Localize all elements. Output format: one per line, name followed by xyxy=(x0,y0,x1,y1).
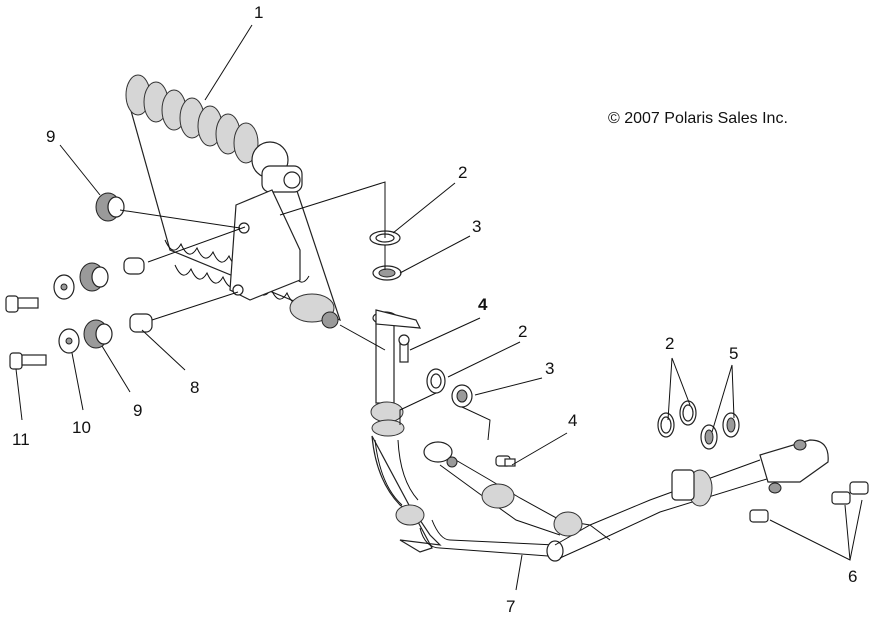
spacer-lower xyxy=(129,313,153,333)
callout-3-mid: 3 xyxy=(545,359,554,378)
copyright-notice: © 2007 Polaris Sales Inc. xyxy=(608,110,788,127)
callout-3-top: 3 xyxy=(472,217,481,236)
callout-4-upper: 4 xyxy=(478,295,488,314)
bolt-4-lower xyxy=(495,455,516,467)
seal-mid xyxy=(451,384,473,408)
grommet-lower xyxy=(83,319,113,349)
oil-cooler xyxy=(125,74,341,329)
oil-line-assembly xyxy=(370,309,829,562)
seals-right xyxy=(700,412,740,450)
callout-2-right: 2 xyxy=(665,334,674,353)
seal-top xyxy=(372,265,402,281)
bolt-upper xyxy=(5,295,39,313)
grommet-upper xyxy=(95,192,125,222)
callout-4-lower: 4 xyxy=(568,411,577,430)
bolt-lower xyxy=(9,352,47,370)
callout-8: 8 xyxy=(190,378,199,397)
callout-6: 6 xyxy=(848,567,857,586)
washer-upper xyxy=(53,274,75,300)
washer-lower xyxy=(58,328,80,354)
callout-5: 5 xyxy=(729,344,738,363)
callout-10: 10 xyxy=(72,418,91,437)
callout-2-mid: 2 xyxy=(518,322,527,341)
spacer-upper xyxy=(123,257,145,275)
grommet-mid xyxy=(79,262,109,292)
bolts-6 xyxy=(749,481,869,523)
o-ring-mid xyxy=(426,368,446,394)
callout-9-lower: 9 xyxy=(133,401,142,420)
callout-1: 1 xyxy=(254,3,263,22)
bolt-4-upper xyxy=(398,334,410,363)
callout-11: 11 xyxy=(12,430,30,449)
o-rings-right xyxy=(657,400,697,438)
callout-9-upper: 9 xyxy=(46,127,55,146)
callout-7: 7 xyxy=(506,597,515,616)
callout-2-top: 2 xyxy=(458,163,467,182)
